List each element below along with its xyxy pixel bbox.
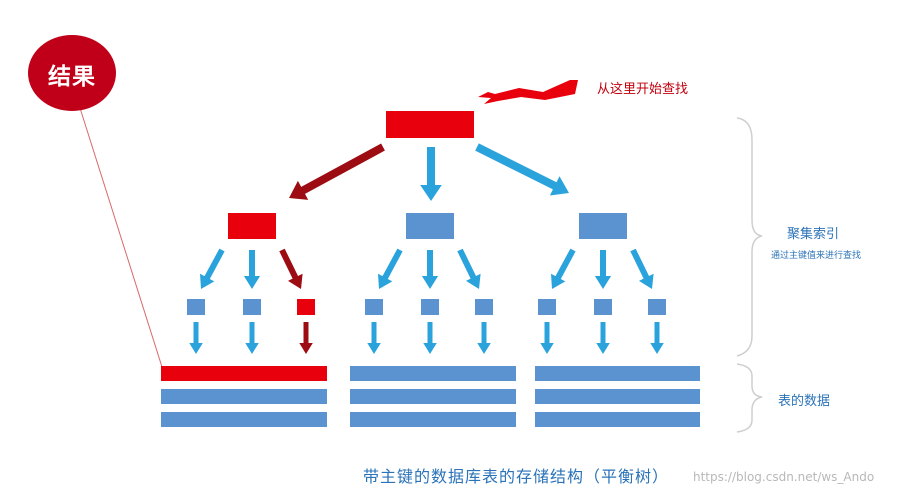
leaf-arrow-3-1 [540,322,554,354]
leaf-node-2-2 [421,299,439,315]
leaf-node-2-1 [365,299,383,315]
clustered-index-label: 聚集索引 [787,227,840,242]
table-data-label: 表的数据 [778,394,831,409]
leaf-node-1-3 [297,299,315,315]
leaf-node-3-1 [538,299,556,315]
root-arrow-3 [475,143,569,196]
result-label: 结果 [48,64,96,90]
data-row-1-3 [161,412,327,427]
branch-arrow-1-2 [243,250,261,289]
branch-node-3 [579,213,627,239]
leaf-node-1-1 [187,299,205,315]
data-row-2-3 [350,412,516,427]
data-row-3-2 [535,389,700,404]
leaf-node-3-3 [648,299,666,315]
start-search-label: 从这里开始查找 [597,82,689,97]
branch-arrow-1-3 [279,248,303,289]
leaf-arrow-1-2 [245,322,259,354]
data-row-3-1 [535,366,700,381]
start-pointer-arrow [478,80,578,104]
branch-arrow-2-2 [421,250,439,289]
leaf-arrow-1-3 [299,322,313,354]
result-badge [28,35,116,111]
branch-arrow-3-1 [551,248,576,289]
root-arrow-2 [420,147,442,201]
data-row-1-2 [161,389,327,404]
clustered-index-brace [736,117,763,357]
leaf-arrow-2-1 [367,322,381,354]
diagram-caption: 带主键的数据库表的存储结构（平衡树） [363,467,670,486]
result-pointer-line [79,107,163,368]
table-data-brace [736,363,763,433]
data-row-2-2 [350,389,516,404]
leaf-node-2-3 [475,299,493,315]
clustered-index-subtitle: 通过主键值来进行查找 [771,251,862,261]
data-row-3-3 [535,412,700,427]
branch-arrow-2-1 [378,248,403,289]
branch-node-2 [406,213,454,239]
leaf-arrow-2-2 [423,322,437,354]
data-row-2-1 [350,366,516,381]
leaf-arrow-1-1 [189,322,203,354]
watermark: https://blog.csdn.net/ws_Ando [693,470,875,484]
root-arrow-1 [289,143,385,200]
leaf-node-3-2 [594,299,612,315]
branch-arrow-2-3 [457,248,481,289]
leaf-arrow-3-2 [596,322,610,354]
leaf-arrow-3-3 [650,322,664,354]
leaf-node-1-2 [243,299,261,315]
root-node [386,111,474,138]
branch-arrow-1-1 [200,248,225,289]
branch-arrow-3-3 [630,248,654,289]
leaf-arrow-2-3 [477,322,491,354]
branch-node-1 [228,213,276,239]
branch-arrow-3-2 [594,250,612,289]
data-row-1-1 [161,366,327,381]
